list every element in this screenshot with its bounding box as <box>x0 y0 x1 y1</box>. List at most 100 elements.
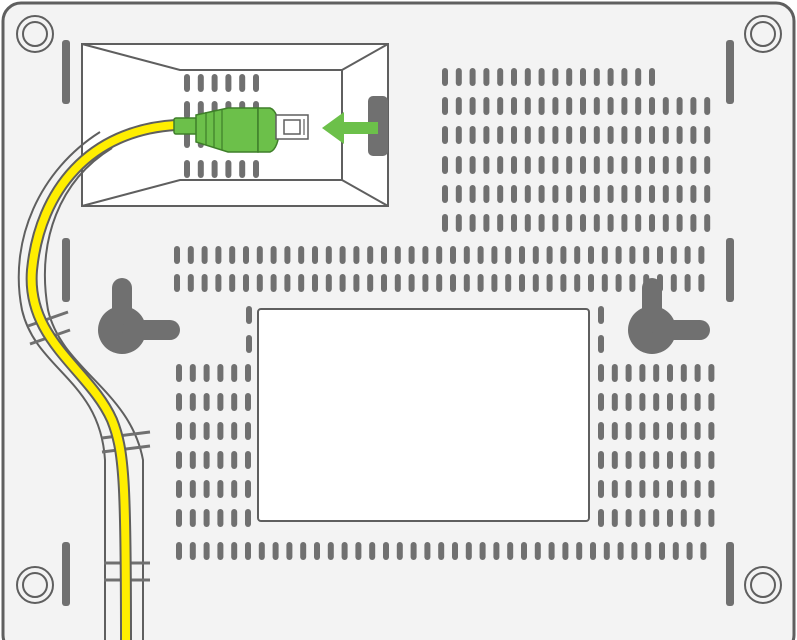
vent-slot <box>442 126 448 144</box>
vent-slot <box>245 509 251 527</box>
vent-slot <box>635 68 642 86</box>
vent-slot <box>491 246 498 264</box>
vent-slot <box>653 364 660 382</box>
vent-slot <box>189 480 196 498</box>
rj45-plug-icon <box>173 107 309 153</box>
vent-slot <box>698 246 705 264</box>
vent-slot <box>422 274 429 292</box>
vent-slot <box>245 542 251 560</box>
vent-slot <box>483 97 490 115</box>
vent-slot <box>246 306 252 324</box>
vent-slot <box>339 274 346 292</box>
vent-slot <box>653 422 660 440</box>
vent-slot <box>607 156 614 174</box>
vent-slot <box>469 214 476 232</box>
vent-slot <box>381 274 387 292</box>
vent-slot <box>189 422 196 440</box>
vent-slot <box>436 246 443 264</box>
vent-slot <box>284 274 291 292</box>
vent-slot <box>176 393 182 411</box>
vent-slot <box>229 246 236 264</box>
vent-slot <box>598 306 604 324</box>
vent-slot <box>176 542 182 560</box>
vent-slot <box>653 509 660 527</box>
vent-slot <box>631 542 638 560</box>
vent-slot <box>560 274 567 292</box>
vent-slot <box>408 246 415 264</box>
vent-slot <box>574 274 581 292</box>
vent-slot <box>245 451 251 469</box>
insert-arrow-icon <box>322 112 378 144</box>
vent-slot <box>465 542 472 560</box>
vent-slot <box>245 422 251 440</box>
vent-slot <box>653 480 660 498</box>
vent-slot <box>511 126 517 144</box>
vent-slot <box>562 542 569 560</box>
vent-slot <box>217 451 224 469</box>
vent-slot <box>704 156 711 174</box>
label-panel <box>257 308 590 522</box>
vent-slot <box>639 422 646 440</box>
vent-slot <box>625 451 632 469</box>
vent-slot <box>607 214 614 232</box>
vent-slot <box>483 68 490 86</box>
vent-slot <box>483 214 490 232</box>
vent-slot <box>325 274 332 292</box>
vent-slot <box>231 364 238 382</box>
vent-slot <box>197 74 204 92</box>
vent-slot <box>229 274 236 292</box>
vent-slot <box>698 274 705 292</box>
vent-slot <box>601 246 608 264</box>
vent-slot <box>176 509 182 527</box>
vent-slot <box>243 274 249 292</box>
vent-slot <box>524 126 531 144</box>
vent-slot <box>667 364 673 382</box>
vent-slot <box>184 101 190 119</box>
vent-slot <box>325 246 332 264</box>
vent-slot <box>704 97 711 115</box>
vent-slot <box>649 68 655 86</box>
vent-slot <box>497 185 504 203</box>
vent-slot <box>455 97 462 115</box>
vent-slot <box>593 97 600 115</box>
vent-slot <box>450 274 456 292</box>
vent-slot <box>684 274 691 292</box>
vent-slot <box>312 274 318 292</box>
vent-slot <box>704 214 711 232</box>
vent-slot <box>286 542 293 560</box>
vent-slot <box>477 246 484 264</box>
vent-slot <box>708 509 715 527</box>
vent-slot <box>217 542 224 560</box>
vent-slot <box>258 542 265 560</box>
vent-slot <box>680 422 687 440</box>
vent-slot <box>189 542 196 560</box>
vent-slot <box>625 422 632 440</box>
vent-slot <box>580 97 586 115</box>
vent-slot <box>189 393 196 411</box>
vent-slot <box>436 274 443 292</box>
vent-slot <box>217 393 224 411</box>
vent-slot <box>469 185 476 203</box>
vent-slot <box>708 393 715 411</box>
vent-slot <box>231 480 238 498</box>
vent-slot <box>566 156 573 174</box>
vent-slot <box>211 74 218 92</box>
vent-slot <box>676 97 683 115</box>
vent-slot <box>667 451 673 469</box>
vent-slot <box>635 214 642 232</box>
vent-slot <box>524 156 531 174</box>
vent-slot <box>511 214 517 232</box>
screw-hole-icon <box>16 566 54 604</box>
vent-slot <box>272 542 279 560</box>
vent-slot <box>566 185 573 203</box>
vent-slot <box>189 509 196 527</box>
vent-slot <box>497 126 504 144</box>
vent-slot <box>184 160 190 178</box>
vent-slot <box>442 97 448 115</box>
vent-slot <box>621 97 628 115</box>
vent-slot <box>327 542 334 560</box>
vent-slot <box>615 246 622 264</box>
vent-slot <box>225 160 232 178</box>
vent-slot <box>611 364 618 382</box>
